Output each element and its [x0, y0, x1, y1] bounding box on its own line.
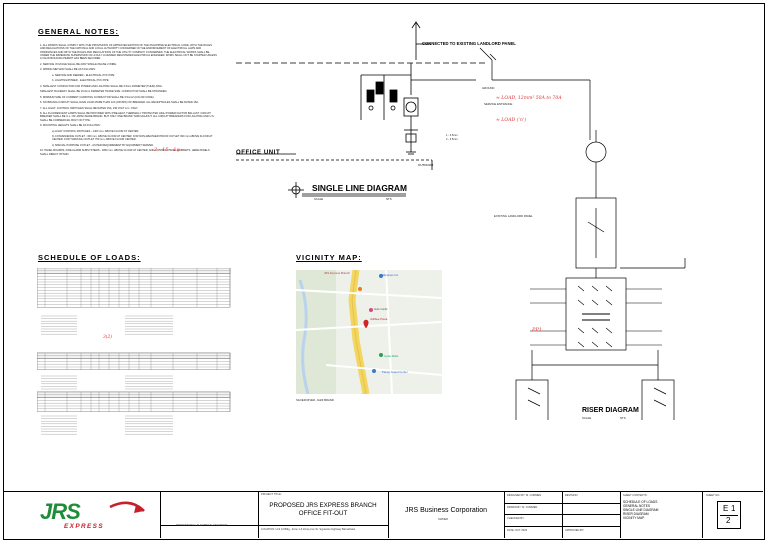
schedule-of-loads-heading: SCHEDULE OF LOADS: [38, 253, 141, 262]
drawn-by: DRAWN BY: M. CORMEN [507, 506, 538, 509]
title-block-divider [3, 491, 763, 492]
designed-by: DESIGNED BY: M. CORMEN [507, 494, 542, 497]
sheet-contents-label: SHEET CONTENTS: [623, 494, 648, 497]
note-paragraph: 4. SMALLEST CONDUCTOR FOR POWER AND LIGH… [40, 84, 163, 88]
riser-breaker-symbol [577, 299, 585, 306]
note-paragraph: 1. ALL WORKS SHALL COMPLY WITH THE PROVI… [40, 44, 217, 61]
note-paragraph: b) CONVENIENCE OUTLET - 300 mm. ABOVE FL… [52, 135, 213, 142]
riser-breaker-symbol [605, 341, 613, 348]
svg-text:2 - 3.5mm: 2 - 3.5mm [446, 137, 458, 141]
date: DATE: OCT 2023 [507, 529, 528, 532]
logo-subtext: EXPRESS [64, 523, 104, 530]
note-paragraph: 8. ALL FLUORESCENT LAMPS SHALL BE PROVID… [40, 112, 215, 122]
approved-by: APPROVED BY: [565, 529, 585, 532]
riser-diagram [479, 47, 686, 420]
riser-breaker-symbol [577, 341, 585, 348]
sheet-contents: SCHEDULE OF LOADS GENERAL NOTES SINGLE L… [623, 500, 659, 521]
revision: REVISION: [565, 494, 579, 497]
note-paragraph: a) LIGHT CONTROL SWITCHES - 1400 mm. ABO… [52, 129, 140, 133]
note-paragraph: a. SERVICE AND FEEDER - ELECTRICAL PVC P… [52, 73, 115, 77]
note-paragraph: 6. NO BRANCH CIRCUIT SHALL HAVE LOAD MOR… [40, 101, 199, 105]
sheet-border [3, 3, 765, 540]
sheet-letter: E [723, 504, 729, 513]
note-paragraph: b. LIGHTING/POWER - ELECTRICAL PVC PIPE [52, 79, 109, 83]
checked-by: CHECKED BY: [507, 517, 525, 520]
note-paragraph: 10. PANEL BOARDS, FIRE ALARM SUBSYSTEMS … [40, 149, 210, 156]
note-paragraph: 3. WIRING METHOD SHALL BE AS FOLLOWS: [40, 68, 96, 72]
riser-breaker-symbol [577, 327, 585, 334]
note-paragraph: 2. SERVICE VOLTAGE SHALL BE 230V SINGLE … [40, 62, 117, 66]
vicinity-map [296, 270, 442, 394]
project-location: LOCATION: Unit 14 Bldg., Zone 1 & Zone p… [261, 528, 356, 531]
riser-breaker-symbol [605, 285, 613, 292]
single-line-diagram: GROUND 1 - 3.5mm 2 - 3.5mm [236, 21, 494, 198]
owner-name: JRS Business Corporation [404, 507, 488, 514]
company-logo: JRS EXPRESS [28, 493, 148, 537]
riser-breaker-symbol [591, 327, 599, 334]
note-paragraph: 5. MINIMUM SIZE OF CURRENT CARRYING COND… [40, 95, 155, 99]
riser-breaker-symbol [577, 285, 585, 292]
professional-engineer-label: PROFESSIONAL ELECTRICAL ENGINEER [176, 524, 227, 527]
schedule-of-loads-tables [37, 268, 231, 435]
general-notes: 1. ALL WORKS SHALL COMPLY WITH THE PROVI… [40, 44, 218, 158]
sheet-total: 2 [726, 516, 731, 525]
vicinity-map-heading: VICINITY MAP: [296, 253, 362, 262]
sheet-number-box: E 1 2 [717, 501, 741, 529]
project-title-label: PROJECT TITLE: [261, 493, 282, 496]
project-title-line-2: OFFICE FIT-OUT [298, 510, 348, 517]
note-paragraph: 7. ALL LIGHT, CONTROL SWITCHES SHALL BE … [40, 106, 139, 110]
riser-breaker-symbol [591, 341, 599, 348]
riser-breaker-symbol [605, 299, 613, 306]
notes-handwritten-mark: 2 - 15 - 1φ [154, 147, 180, 153]
owner-label: OWNER [438, 518, 448, 521]
logo-text: JRS [40, 499, 81, 524]
riser-breaker-symbol [591, 299, 599, 306]
note-paragraph: 9. MOUNTING HEIGHTS SHALL BE AS FOLLOWS: [40, 124, 101, 128]
sheet-index: 1 [731, 504, 736, 513]
sheet-number-label: SHEET NO. [706, 494, 720, 497]
riser-breaker-symbol [591, 285, 599, 292]
note-paragraph: SMALLEST RACEWAY SHALL BE 15.0mm DIAMETE… [40, 90, 168, 94]
riser-breaker-symbol [605, 327, 613, 334]
general-notes-heading: GENERAL NOTES: [38, 27, 119, 36]
project-title-line-1: PROPOSED JRS EXPRESS BRANCH [269, 502, 377, 509]
svg-text:1 - 3.5mm: 1 - 3.5mm [446, 133, 458, 137]
logo-mark [109, 501, 145, 513]
sld-tag-1: GROUND [482, 86, 494, 90]
map-caption: SILVER RIVER, JAZZ BRAND [296, 398, 334, 402]
note-paragraph: c) SPECIAL PURPOSE OUTLET - AS PER REQUI… [52, 143, 154, 147]
schedule-handwritten-mark: 3(2) [103, 335, 113, 340]
